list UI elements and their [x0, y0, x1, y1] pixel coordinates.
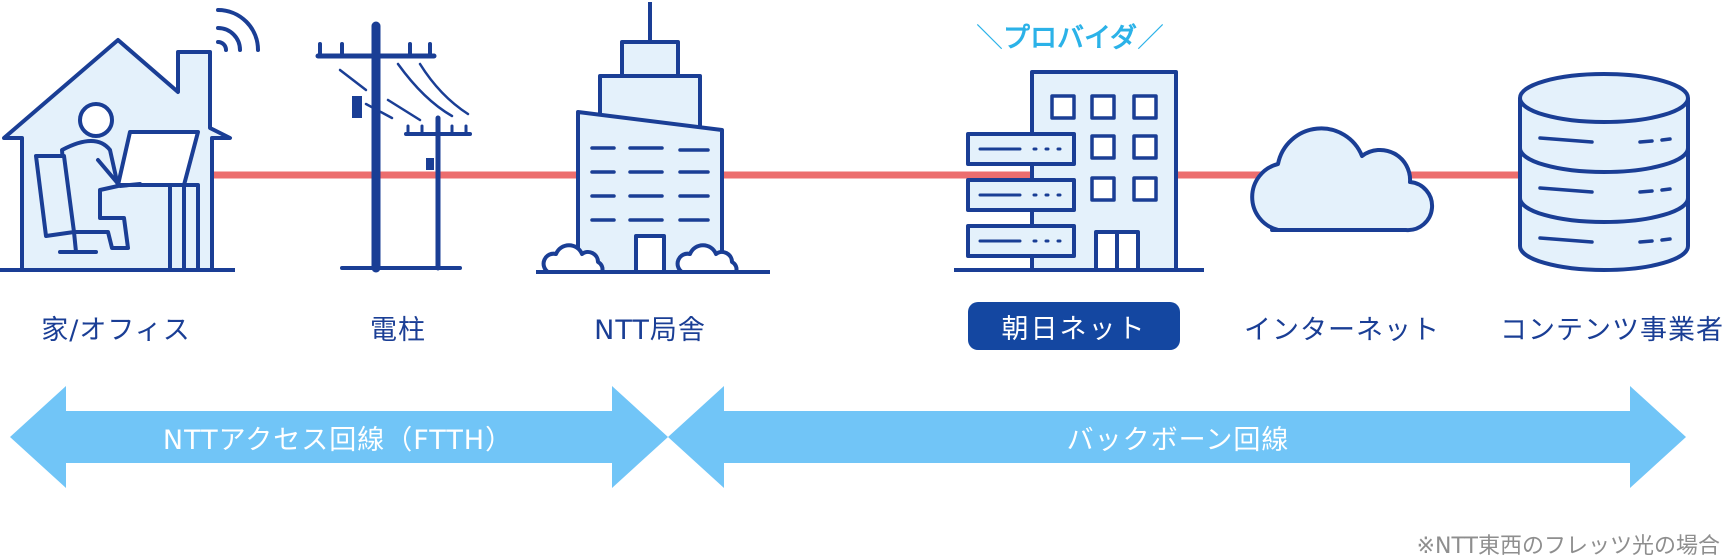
- segment-label-ftth: NTTアクセス回線（FTTH）: [162, 425, 514, 456]
- provider-building-servers-icon: [954, 70, 1204, 272]
- shrub-icon: [541, 243, 739, 274]
- node-label-contents: コンテンツ事業者: [1500, 315, 1724, 346]
- segment-label-backbone: バックボーン回線: [1066, 425, 1290, 456]
- node-label-home: 家/オフィス: [41, 315, 191, 346]
- provider-tag-slash-right: ／: [1136, 23, 1164, 54]
- office-tower-icon: [536, 2, 770, 274]
- footnote: ※NTT東西のフレッツ光の場合: [1416, 534, 1720, 559]
- ftth-segment-arrow: [10, 386, 668, 488]
- node-label-internet: インターネット: [1244, 315, 1440, 346]
- backbone-segment-arrow: [668, 386, 1686, 488]
- utility-pole-icon: [315, 21, 472, 273]
- node-label-asahi: 朝日ネット: [968, 302, 1180, 350]
- provider-tag-text: プロバイダ: [1003, 23, 1137, 54]
- database-icon: [1518, 72, 1690, 272]
- node-label-ntt: NTT局舎: [594, 315, 706, 346]
- node-label-pole: 電柱: [370, 315, 426, 346]
- cloud-icon: [1250, 126, 1435, 233]
- wifi-icon: [216, 8, 260, 52]
- provider-tag-slash-left: ＼: [976, 23, 1004, 54]
- provider-tag: ＼プロバイダ／: [976, 16, 1164, 55]
- house-with-person-icon: [0, 8, 260, 272]
